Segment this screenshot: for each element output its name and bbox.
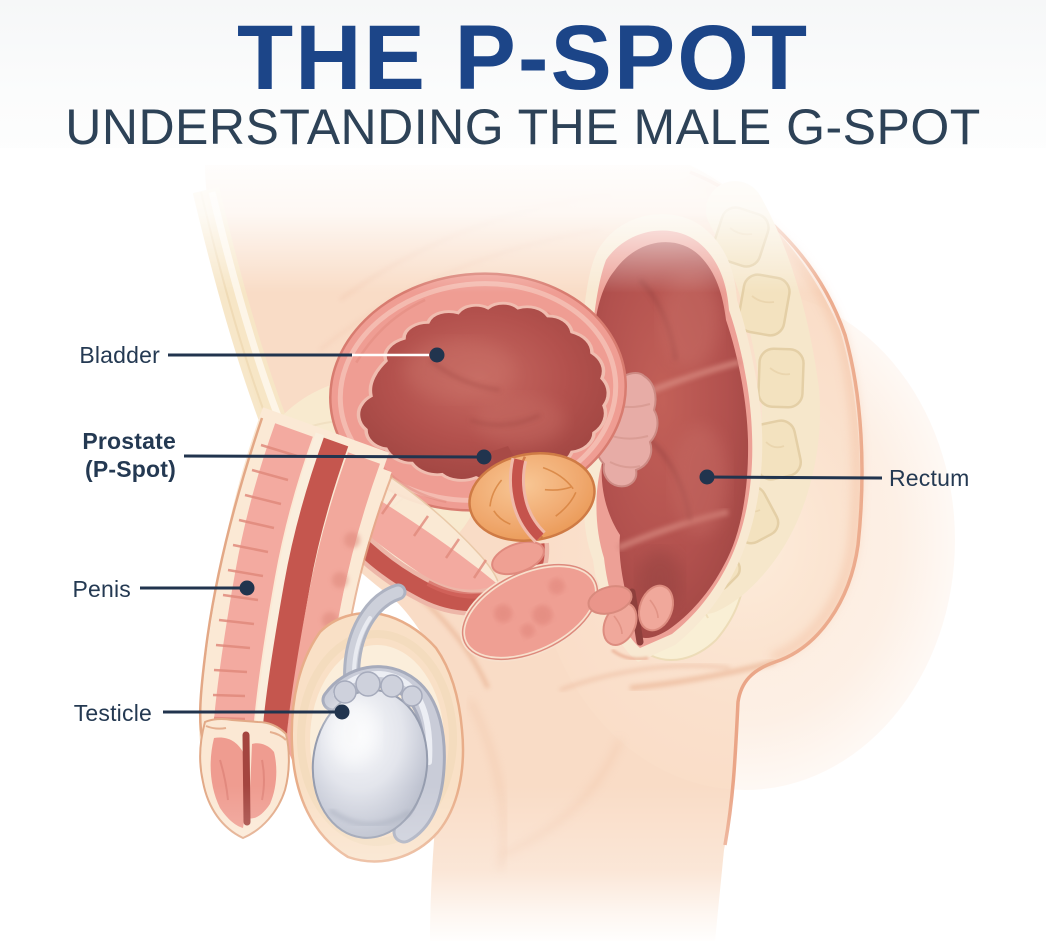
label-prostate-line1: Prostate (82, 428, 176, 454)
penis-dot (239, 580, 255, 596)
label-prostate-line2: (P-Spot) (84, 456, 176, 482)
label-rectum: Rectum (889, 465, 970, 491)
prostate-shape (468, 452, 596, 543)
prostate-dot (476, 449, 492, 465)
page-title: THE P-SPOT (236, 7, 810, 109)
label-prostate: Prostate (P-Spot) (0, 427, 176, 483)
rectum-shape (580, 214, 763, 663)
bottom-fade (0, 785, 1046, 941)
bladder-shape (329, 272, 627, 512)
leader-dots (239, 347, 715, 720)
leader-lines (140, 353, 883, 714)
prostate-leader-line (183, 454, 478, 459)
rectum-dot (699, 469, 715, 485)
label-testicle: Testicle (73, 700, 152, 726)
bladder-dot (429, 347, 445, 363)
page-subtitle: UNDERSTANDING THE MALE G-SPOT (65, 99, 981, 155)
testicle-dot (334, 704, 350, 720)
label-penis: Penis (72, 576, 131, 602)
rectum-leader-line (706, 475, 883, 480)
label-bladder: Bladder (79, 342, 160, 368)
top-fade (0, 148, 1046, 293)
